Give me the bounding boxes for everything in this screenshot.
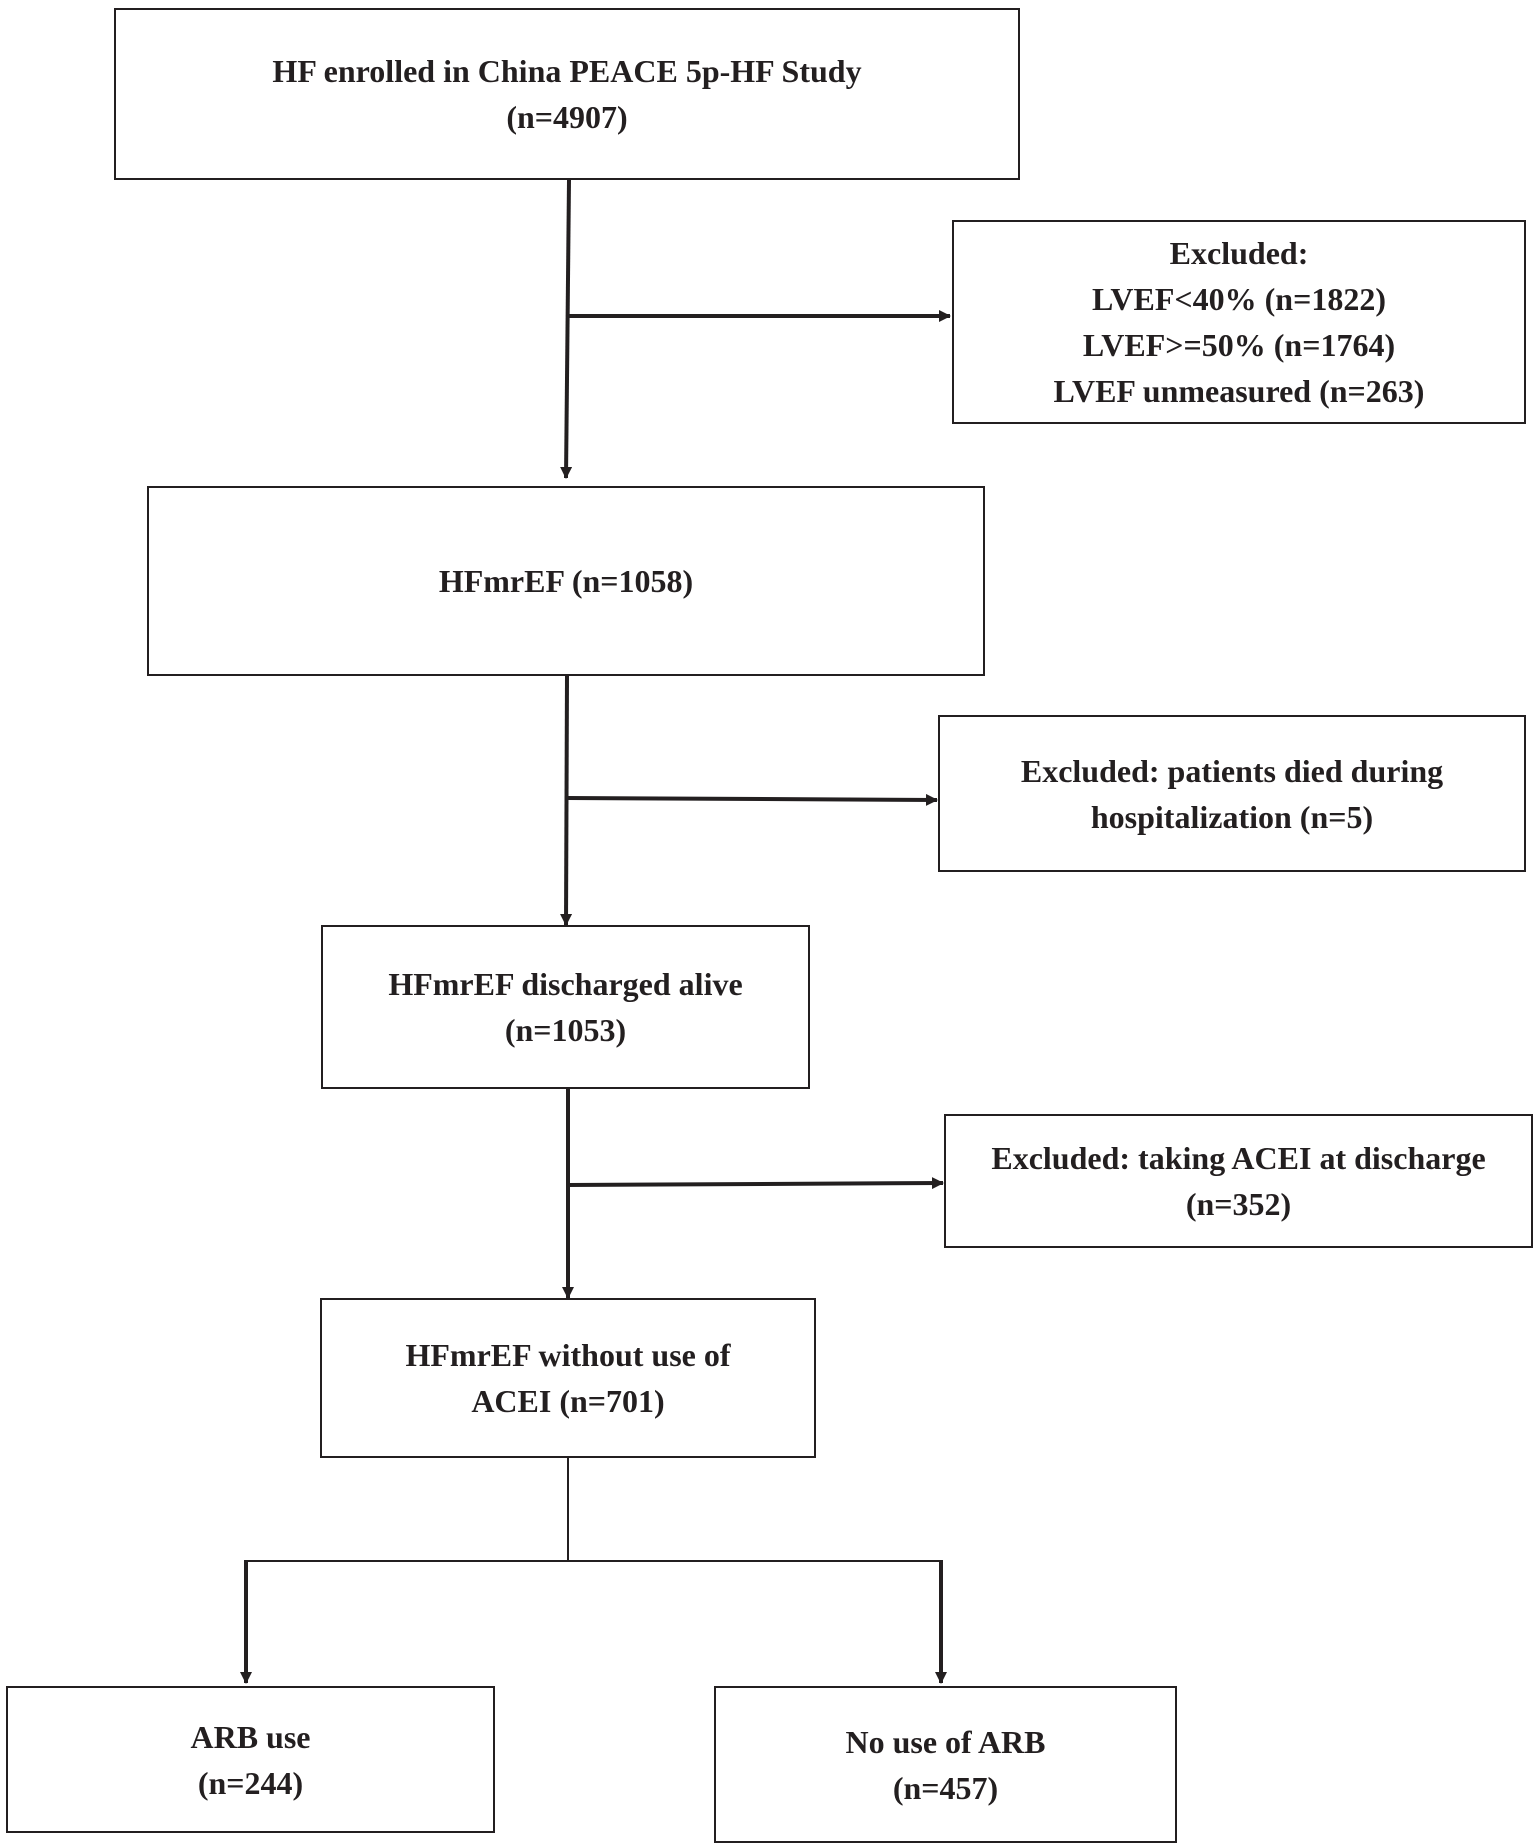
node-arb-use-line-2: (n=244) bbox=[197, 1764, 304, 1801]
branch-to-excluded-died bbox=[566, 793, 938, 806]
node-without-acei-line-1: HFmrEF without use of bbox=[405, 1337, 731, 1373]
node-no-arb: No use of ARB (n=457) bbox=[714, 1686, 1177, 1843]
arrow-hfmref-to-discharged bbox=[560, 675, 573, 926]
node-discharged: HFmrEF discharged alive (n=1053) bbox=[321, 925, 810, 1089]
node-discharged-line-2: (n=1053) bbox=[504, 1012, 627, 1048]
node-arb-use-line-1: ARB use bbox=[190, 1718, 311, 1755]
node-excluded-acei: Excluded: taking ACEI at discharge (n=35… bbox=[944, 1114, 1533, 1248]
node-excluded-acei-line-2: (n=352) bbox=[1185, 1186, 1292, 1222]
node-no-arb-line-2: (n=457) bbox=[892, 1769, 999, 1806]
node-enrolled: HF enrolled in China PEACE 5p-HF Study (… bbox=[114, 8, 1020, 180]
node-excluded-died: Excluded: patients died during hospitali… bbox=[938, 715, 1526, 872]
node-without-acei: HFmrEF without use of ACEI (n=701) bbox=[320, 1298, 816, 1458]
node-hfmref-line-1: HFmrEF (n=1058) bbox=[438, 563, 694, 599]
node-excluded-lvef-line-4: LVEF unmeasured (n=263) bbox=[1053, 373, 1425, 409]
node-excluded-lvef-line-1: Excluded: bbox=[1169, 235, 1309, 271]
node-no-arb-line-1: No use of ARB bbox=[845, 1723, 1046, 1760]
branch-to-excluded-acei bbox=[567, 1177, 944, 1190]
node-excluded-died-line-2: hospitalization (n=5) bbox=[1090, 798, 1374, 835]
node-discharged-line-1: HFmrEF discharged alive bbox=[388, 966, 743, 1002]
node-without-acei-line-2: ACEI (n=701) bbox=[471, 1383, 665, 1419]
node-enrolled-line-2: (n=4907) bbox=[506, 99, 628, 135]
node-excluded-lvef: Excluded: LVEF<40% (n=1822) LVEF>=50% (n… bbox=[952, 220, 1526, 424]
node-enrolled-line-1: HF enrolled in China PEACE 5p-HF Study bbox=[272, 53, 862, 89]
node-excluded-lvef-line-3: LVEF>=50% (n=1764) bbox=[1082, 327, 1396, 363]
arrow-enrolled-to-hfmref bbox=[560, 179, 573, 479]
node-arb-use: ARB use (n=244) bbox=[6, 1686, 495, 1833]
node-hfmref: HFmrEF (n=1058) bbox=[147, 486, 985, 676]
node-excluded-died-line-1: Excluded: patients died during bbox=[1020, 752, 1444, 789]
node-excluded-acei-line-1: Excluded: taking ACEI at discharge bbox=[991, 1140, 1486, 1176]
node-excluded-lvef-line-2: LVEF<40% (n=1822) bbox=[1092, 281, 1386, 317]
